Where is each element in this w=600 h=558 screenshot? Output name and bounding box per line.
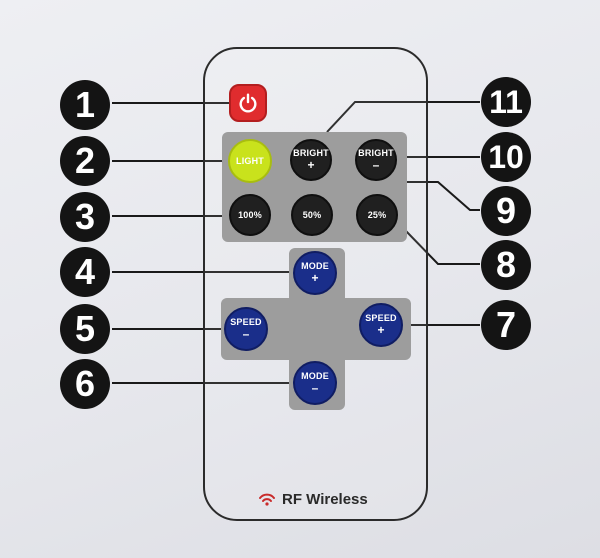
power-icon [239,93,257,113]
speed-down-button[interactable]: SPEED – [224,307,268,351]
mode-down-button[interactable]: MODE – [293,361,337,405]
mode-down-label: MODE [301,371,329,381]
wireless-signal-icon [259,493,275,506]
callout-2: 2 [60,136,110,186]
callout-4: 4 [60,247,110,297]
speed-down-label: SPEED [230,317,262,327]
mode-up-symbol: + [311,271,319,285]
callout-3: 3 [60,192,110,242]
callout-6: 6 [60,359,110,409]
light-button[interactable]: LIGHT [228,139,272,183]
rf-wireless-text: RF Wireless [282,490,368,508]
power-button[interactable] [229,84,267,122]
bright-down-label: BRIGHT [358,148,394,158]
leader-line-11 [326,101,480,133]
rf-wireless-footer: RF Wireless [258,488,368,510]
brightness-100-button[interactable]: 100% [229,194,271,236]
brightness-50-button[interactable]: 50% [291,194,333,236]
speed-up-button[interactable]: SPEED + [359,303,403,347]
callout-11: 11 [481,77,531,127]
bright-down-button[interactable]: BRIGHT – [355,139,397,181]
bright-up-button[interactable]: BRIGHT + [290,139,332,181]
speed-up-symbol: + [377,323,385,337]
leader-line-8 [404,229,480,265]
brightness-100-label: 100% [238,209,262,220]
callout-5: 5 [60,304,110,354]
bright-up-symbol: + [307,158,315,172]
callout-1: 1 [60,80,110,130]
speed-up-label: SPEED [365,313,397,323]
callout-8: 8 [481,240,531,290]
callout-9: 9 [481,186,531,236]
mode-down-symbol: – [311,381,319,395]
callout-7: 7 [481,300,531,350]
callout-10: 10 [481,132,531,182]
mode-up-button[interactable]: MODE + [293,251,337,295]
bright-up-label: BRIGHT [293,148,329,158]
brightness-25-button[interactable]: 25% [356,194,398,236]
brightness-25-label: 25% [367,209,387,220]
light-button-label: LIGHT [236,155,264,166]
bright-down-symbol: – [372,158,380,172]
speed-down-symbol: – [242,327,250,341]
mode-up-label: MODE [301,261,329,271]
leader-line-9 [407,181,480,211]
brightness-50-label: 50% [302,209,322,220]
